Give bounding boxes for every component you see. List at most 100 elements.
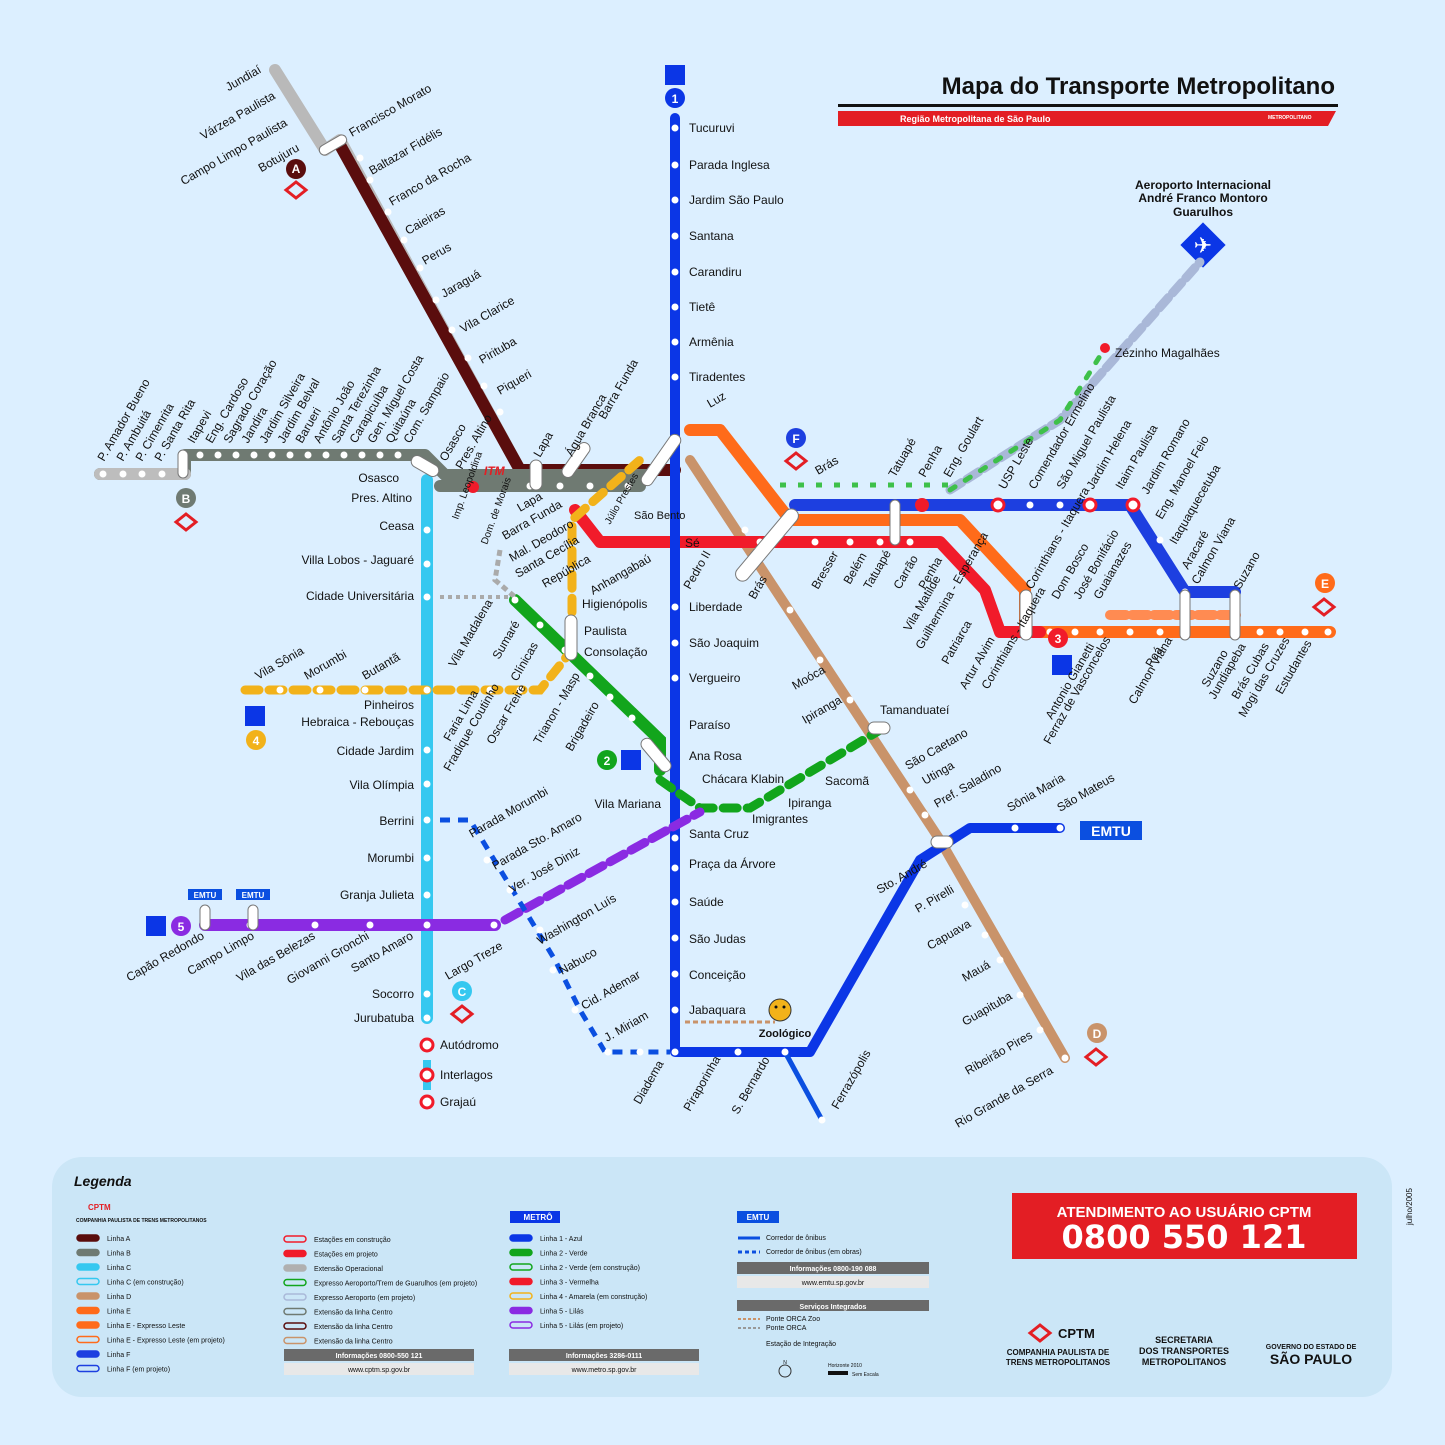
station-jurubatuba: Jurubatuba [354,1011,414,1025]
station-dot [464,354,472,362]
footer-cptm-full1: COMPANHIA PAULISTA DE [1007,1348,1110,1357]
station-conceicao: Conceição [689,968,746,982]
station-luz-a: Luz [705,389,729,411]
station-santa-cruz: Santa Cruz [689,827,749,841]
station-dot [119,470,127,478]
station-dot [432,296,440,304]
footer-cptm-full2: TRENS METROPOLITANOS [1006,1358,1111,1367]
station-dot [423,686,431,694]
legend-cptm-label-5: Linha E [107,1309,131,1316]
station-se: Sé [685,536,700,550]
station-dot [906,786,914,794]
station-dot [423,560,431,568]
station-dot [811,538,819,546]
scale-bar [828,1371,848,1375]
station-vergueiro: Vergueiro [689,671,741,685]
station-bresser: Bresser [808,549,841,592]
station-dot [1276,628,1284,636]
station-dot [480,382,488,390]
map-subtitle: Região Metropolitana de São Paulo [900,114,1051,124]
emtu-badge-small-1-text: EMTU [194,891,217,900]
legend-cptm-swatch-5 [76,1306,100,1315]
station-carandiru: Carandiru [689,265,742,279]
support-phone: 0800 550 121 [1062,1218,1307,1256]
station-penha-e: Penha [915,442,945,479]
badge-d: D [1093,1027,1102,1041]
zoo-icon [768,998,792,1022]
station-dot [536,621,544,629]
north-label: N [783,1360,787,1366]
cptm-logo: CPTM COMPANHIA PAULISTA DE TRENS METROPO… [1006,1323,1111,1367]
legend-cptm-swatch-8 [76,1350,100,1358]
metro-line-1 [670,113,1065,1057]
title-rule [838,104,1338,107]
legend-metro-title-bar [510,1211,560,1223]
station-imigrantes: Imigrantes [752,812,808,826]
legend-cptm-info: Informações 0800-550 121 [336,1353,423,1360]
station-dot [384,208,392,216]
station-tatuape-3: Tatuapé [860,547,894,591]
station-pinheiros: Pinheiros [364,698,414,712]
station-jaragua: Jaraguá [439,267,484,301]
station-dot [1071,628,1079,636]
badge-4: 4 [253,734,260,748]
legend-misc-label-0: Estações em construção [314,1237,391,1244]
station-dot [671,232,679,240]
legend-misc-swatch-5 [283,1307,307,1316]
station-higienopolis: Higienópolis [582,597,647,611]
emtu-badge-text: EMTU [1091,823,1131,839]
station-dot [400,236,408,244]
legend-horizon: Horizonte 2010 [828,1363,862,1369]
emtu-badge-small-2-text: EMTU [242,891,265,900]
station-paraiso: Paraíso [689,718,731,732]
legend-cptm-site-bar [284,1363,474,1375]
station-ipiranga-d: Ipiranga [800,693,845,727]
station-sao-bento: São Bento [634,510,685,522]
station-dot [1036,1026,1044,1034]
subtitle-tag: METROPOLITANO [1268,115,1312,121]
station-patriarca: Patriarca [938,618,974,667]
station-brigadeiro: Brigadeiro [562,699,602,754]
station-dot [624,482,632,490]
station-santana: Santana [689,229,734,243]
footer-sec1: SECRETARIA [1155,1335,1213,1345]
legend-metro-label-5: Linha 5 - Lilás [540,1309,584,1316]
station-dot [536,926,544,934]
station-jardim-sao-paulo: Jardim São Paulo [689,193,784,207]
station-tatuape-e: Tatuapé [885,435,919,479]
legend-metro-swatch-2 [509,1263,533,1271]
station-dot [196,451,204,459]
station-dot [906,538,914,546]
station-dot [961,901,969,909]
station-dot [99,470,107,478]
station-dot [1056,824,1064,832]
station-villa-lobos: Villa Lobos - Jaguaré [301,553,414,567]
station-s-bernardo: S. Bernardo [728,1054,772,1117]
station-tucuruvi: Tucuruvi [689,121,735,135]
legend-misc-swatch-0 [283,1235,307,1243]
footer-gov1: GOVERNO DO ESTADO DE [1266,1344,1357,1351]
legend-metro-site: www.metro.sp.gov.br [571,1367,638,1374]
legend-emtu-info: Informações 0800-190 088 [790,1266,877,1273]
station-dot [486,686,494,694]
station-dot [846,538,854,546]
station-dot [671,898,679,906]
station-dot [671,970,679,978]
station-dot [671,124,679,132]
station-dot [138,470,146,478]
interchanges [177,134,1241,931]
footer-gov2: SÃO PAULO [1270,1350,1352,1367]
airport-label-2: André Franco Montoro [1138,191,1267,205]
legend-cptm-site: www.cptm.sp.gov.br [347,1367,411,1374]
legend-title: Legenda [74,1173,132,1189]
legend-cptm-swatch-2 [76,1263,100,1271]
station-dot [423,891,431,899]
station-dot [549,966,557,974]
station-vila-olimpia: Vila Olímpia [350,778,415,792]
station-vila-madalena: Vila Madalena [445,597,495,670]
legend-cptm-label-2: Linha C [107,1265,131,1272]
station-dot [671,639,679,647]
legend-emtu-label-2: Corredor de ônibus (em obras) [766,1249,862,1256]
station-sao-joaquim: São Joaquim [689,636,759,650]
station-dot [1156,628,1164,636]
